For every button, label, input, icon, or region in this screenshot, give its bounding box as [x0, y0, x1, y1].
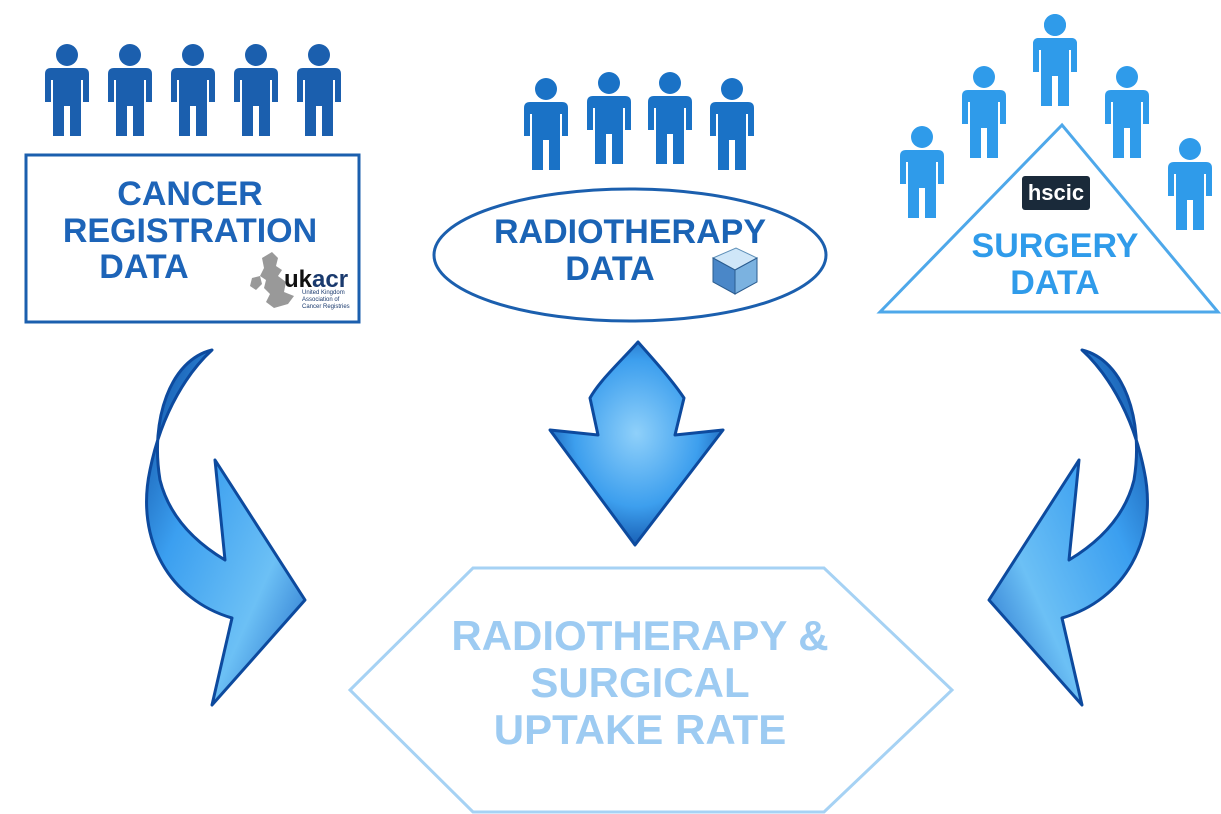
label-line: RADIOTHERAPY [493, 213, 767, 251]
right-curved-arrow [987, 348, 1149, 707]
people-group-cancer [45, 44, 341, 136]
person-icon [900, 126, 944, 218]
ukacr-subtitle-line: Cancer Registries [302, 303, 350, 310]
cancer-registration-box [24, 153, 361, 324]
person-icon [1105, 66, 1149, 158]
ukacr-subtitle-line: Association of [302, 296, 340, 303]
hscic-logo: hscic [1022, 176, 1090, 210]
ukacr-logo-text-bold: acr [312, 266, 349, 293]
person-icon [648, 72, 692, 164]
person-icon [1168, 138, 1212, 230]
outcome-label: RADIOTHERAPY & SURGICAL UPTAKE RATE [420, 612, 860, 753]
person-icon [1033, 14, 1077, 106]
natcansat-cube-icon [711, 247, 759, 295]
left-curved-arrow [145, 348, 307, 707]
ukacr-subtitle-line: United Kingdom [302, 290, 345, 296]
person-icon [962, 66, 1006, 158]
cancer-registration-label: CANCER REGISTRATION DATA [40, 176, 340, 286]
person-icon [45, 44, 89, 136]
person-icon [710, 78, 754, 170]
label-line: UPTAKE RATE [493, 706, 787, 754]
label-line: DATA [1010, 263, 1100, 302]
person-icon [171, 44, 215, 136]
label-line: SURGERY [971, 227, 1139, 265]
center-down-arrow [548, 340, 725, 547]
radiotherapy-label: RADIOTHERAPY DATA [460, 214, 800, 287]
outcome-hexagon [347, 566, 955, 814]
ukacr-subtitle: United Kingdom Association of Cancer Reg… [302, 290, 362, 311]
person-icon [524, 78, 568, 170]
label-line: DATA [565, 249, 655, 288]
ukacr-logo: ukacr [284, 266, 348, 294]
person-icon [234, 44, 278, 136]
surgery-triangle [876, 122, 1221, 314]
people-group-radiotherapy [524, 72, 754, 170]
surgery-label: SURGERY DATA [940, 228, 1170, 301]
label-line: CANCER [117, 175, 263, 213]
uk-map-icon [250, 252, 294, 308]
label-line: REGISTRATION [62, 211, 318, 250]
label-line: SURGICAL [530, 659, 750, 707]
person-icon [108, 44, 152, 136]
ukacr-logo-text: uk [284, 266, 313, 293]
label-line: RADIOTHERAPY & [451, 612, 829, 659]
person-icon [297, 44, 341, 136]
person-icon [587, 72, 631, 164]
label-line: DATA [99, 248, 189, 287]
